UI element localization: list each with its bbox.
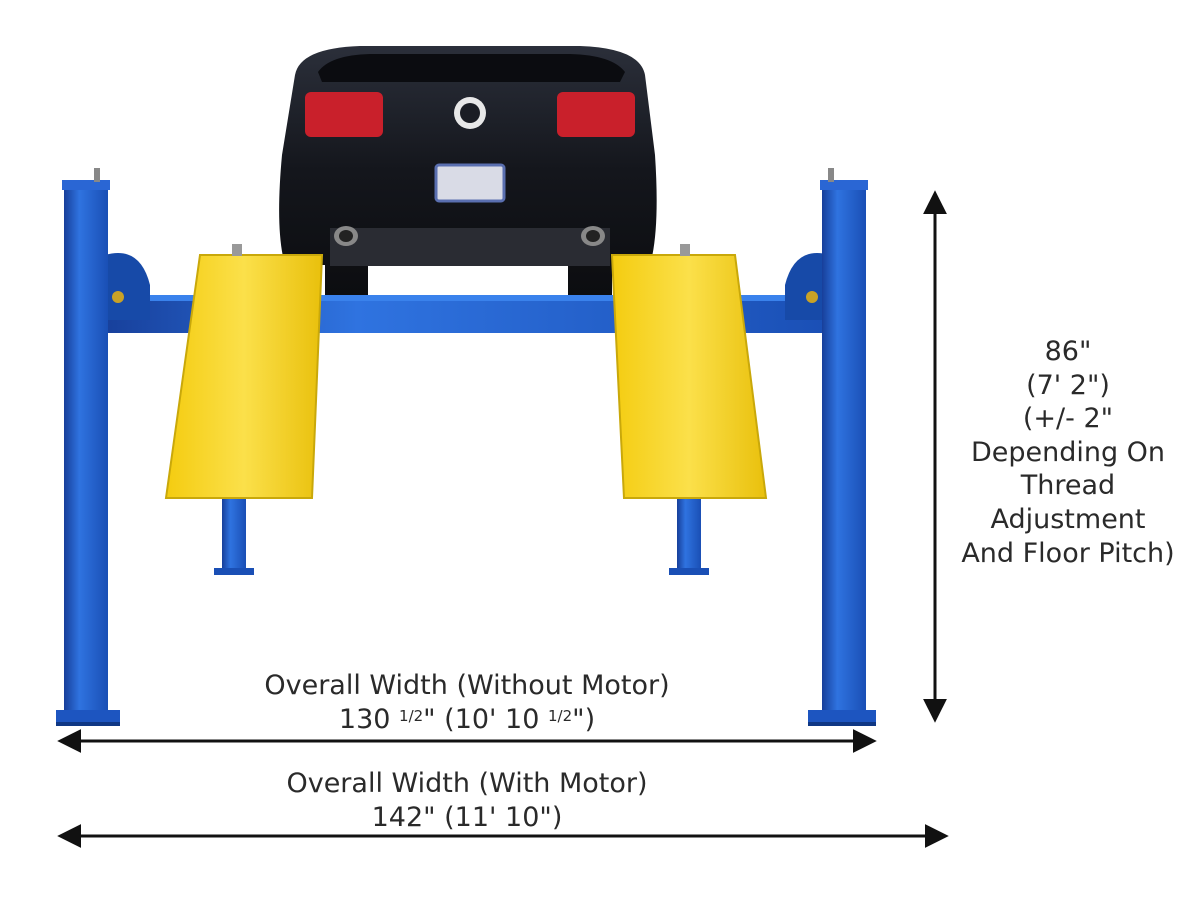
left-post [56, 168, 120, 726]
height-line: Adjustment [990, 503, 1146, 535]
width-without-motor-value: 130 1/2" (10' 10 1/2") [264, 703, 669, 740]
width-with-motor-label: Overall Width (With Motor) 142" (11' 10"… [286, 767, 647, 835]
height-line: (7' 2") [1026, 369, 1110, 401]
right-runway [610, 244, 768, 499]
value-end: ") [572, 704, 596, 735]
height-line: Depending On [970, 436, 1166, 468]
left-runway [164, 244, 324, 499]
width-without-motor-label: Overall Width (Without Motor) 130 1/2" (… [264, 669, 669, 740]
value-mid: " (10' 10 [423, 704, 549, 735]
height-line: 86" [1044, 336, 1092, 367]
license-plate [434, 163, 506, 203]
height-dimension-label: 86" (7' 2") (+/- 2" Depending On Thread … [961, 335, 1174, 570]
right-tail-light [557, 92, 635, 137]
width-without-motor-title: Overall Width (Without Motor) [264, 670, 670, 701]
car-rear-view [279, 46, 657, 295]
height-line: And Floor Pitch) [961, 537, 1175, 569]
height-line: (+/- 2" [1022, 403, 1114, 435]
height-line: Thread [1020, 470, 1116, 502]
left-tail-light [305, 92, 383, 137]
fraction: 1/2 [399, 707, 424, 725]
width-with-motor-title: Overall Width (With Motor) [286, 768, 648, 799]
right-post [808, 168, 876, 726]
width-with-motor-value: 142" (11' 10") [371, 802, 563, 833]
rear-supports [214, 498, 709, 575]
fraction: 1/2 [548, 707, 573, 725]
value-whole: 130 [338, 704, 400, 735]
